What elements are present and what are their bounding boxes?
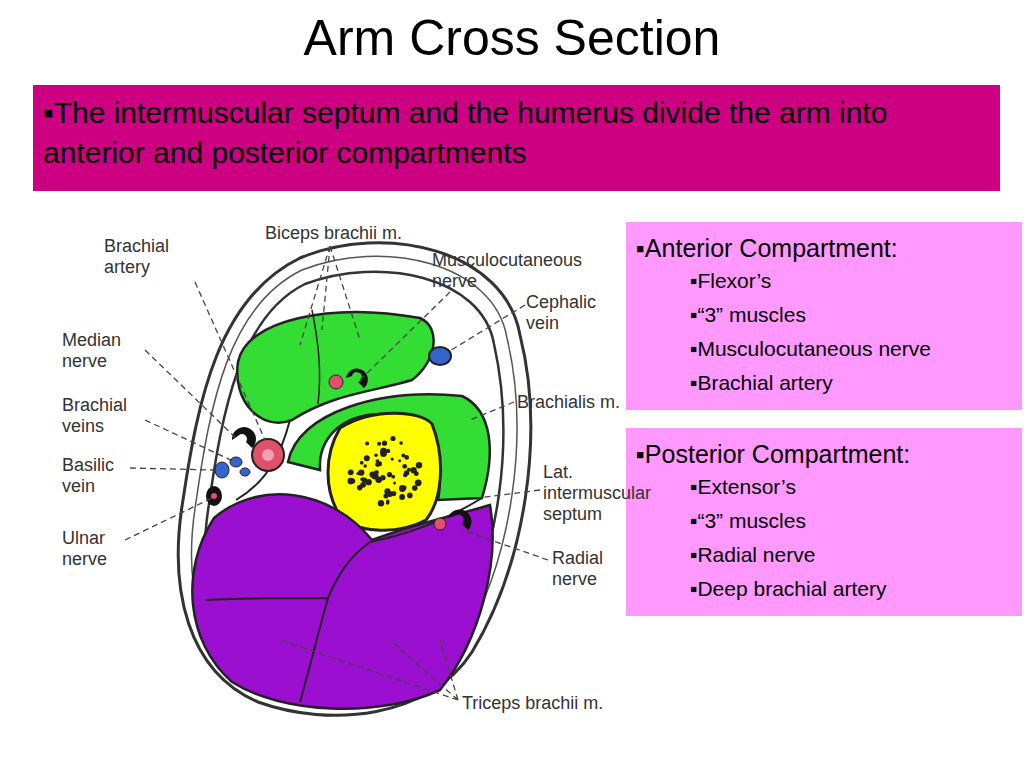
marrow-dot bbox=[363, 464, 367, 468]
marrow-dot bbox=[413, 487, 417, 491]
box-heading: ▪Posterior Compartment: bbox=[636, 438, 1014, 470]
marrow-dot bbox=[378, 500, 384, 506]
leader-line bbox=[478, 490, 540, 498]
marrow-dot bbox=[404, 455, 409, 460]
artery-lumen bbox=[262, 449, 274, 461]
structure-label: Biceps brachii m. bbox=[265, 223, 445, 244]
compartment-box: ▪Anterior Compartment:▪Flexor’s▪“3” musc… bbox=[626, 222, 1022, 410]
box-heading: ▪Anterior Compartment: bbox=[636, 232, 1014, 264]
basilic-vein bbox=[215, 462, 229, 478]
deep-brachial-artery bbox=[434, 518, 446, 530]
slide-title: Arm Cross Section bbox=[0, 8, 1024, 68]
marrow-dot bbox=[365, 442, 369, 446]
marrow-dot bbox=[348, 469, 354, 475]
structure-label: Musculocutaneous nerve bbox=[432, 250, 622, 292]
radial-nerve bbox=[448, 510, 471, 530]
musculocutaneous-artery bbox=[329, 375, 343, 389]
structure-label: Brachial artery bbox=[104, 236, 189, 278]
leader-line bbox=[130, 468, 214, 470]
brachial-artery bbox=[252, 439, 284, 471]
marrow-dot bbox=[399, 441, 403, 445]
summary-banner: ▪The intermuscular septum and the humeru… bbox=[33, 85, 1000, 191]
cephalic-vein bbox=[429, 347, 451, 365]
marrow-dot bbox=[382, 441, 387, 446]
leader-line bbox=[448, 305, 525, 352]
marrow-dot bbox=[402, 486, 407, 491]
marrow-dot bbox=[358, 469, 364, 475]
bullet-item: ▪Extensor’s bbox=[690, 470, 1014, 504]
biceps-division bbox=[312, 310, 320, 404]
structure-label: Cephalic vein bbox=[526, 292, 606, 334]
marrow-dot bbox=[374, 453, 378, 457]
marrow-dot bbox=[374, 471, 378, 475]
structure-label: Lat. intermuscular septum bbox=[543, 462, 663, 525]
marrow-dot bbox=[404, 470, 409, 475]
structure-label: Radial nerve bbox=[552, 548, 622, 590]
marrow-dot bbox=[360, 482, 366, 488]
structure-label: Basilic vein bbox=[62, 455, 132, 497]
leader-line bbox=[195, 282, 265, 440]
marrow-dot bbox=[391, 475, 395, 479]
marrow-dot bbox=[380, 475, 385, 480]
skin-outline bbox=[178, 243, 530, 716]
leader-line bbox=[462, 530, 548, 560]
leader-line bbox=[145, 420, 235, 462]
marrow-dot bbox=[360, 461, 364, 465]
marrow-dot bbox=[410, 467, 416, 473]
bullet-item: ▪“3” muscles bbox=[690, 298, 1014, 332]
marrow-dot bbox=[398, 459, 401, 462]
bullet-item: ▪Musculocutaneous nerve bbox=[690, 332, 1014, 366]
structure-label: Triceps brachii m. bbox=[462, 693, 662, 714]
marrow-dot bbox=[402, 464, 407, 469]
leader-lines bbox=[125, 246, 548, 700]
marrow-dot bbox=[407, 493, 413, 499]
medial-septum bbox=[236, 420, 482, 542]
brachial-vein bbox=[240, 468, 250, 476]
banner-text: ▪The intermuscular septum and the humeru… bbox=[43, 93, 990, 173]
marrow-dot bbox=[377, 442, 381, 446]
marrow-dot bbox=[399, 485, 406, 492]
marrow-dot bbox=[380, 448, 387, 455]
bullet-item: ▪Radial nerve bbox=[690, 538, 1014, 572]
bullet-item: ▪Brachial artery bbox=[690, 366, 1014, 400]
marrow-dot bbox=[375, 470, 379, 474]
leader-line bbox=[300, 246, 360, 345]
marrow-dot bbox=[412, 485, 417, 490]
marrow-dot bbox=[391, 458, 394, 461]
structure-label: Median nerve bbox=[62, 330, 147, 372]
brachial-vein bbox=[230, 457, 242, 467]
marrow-dot bbox=[416, 462, 422, 468]
marrow-dot bbox=[348, 478, 355, 485]
bullet-item: ▪Flexor’s bbox=[690, 264, 1014, 298]
marrow-dot bbox=[415, 479, 422, 486]
marrow-dots bbox=[348, 436, 423, 507]
leader-line bbox=[470, 402, 514, 420]
triceps-division bbox=[206, 542, 370, 702]
humerus-bone bbox=[328, 413, 441, 530]
triceps-muscle bbox=[192, 494, 492, 708]
marrow-dot bbox=[375, 462, 380, 467]
structure-label: Brachialis m. bbox=[517, 392, 637, 413]
musculocutaneous-nerve bbox=[346, 369, 368, 388]
bullet-item: ▪“3” muscles bbox=[690, 504, 1014, 538]
marrow-dot bbox=[384, 488, 390, 494]
ulnar-artery-small bbox=[211, 493, 217, 499]
structure-label: Brachial veins bbox=[62, 395, 147, 437]
marrow-dot bbox=[386, 501, 390, 505]
leader-line bbox=[280, 640, 458, 700]
ulnar-nerve bbox=[206, 486, 222, 506]
compartment-box: ▪Posterior Compartment:▪Extensor’s▪“3” m… bbox=[626, 428, 1022, 616]
marrow-dot bbox=[390, 436, 395, 441]
marrow-dot bbox=[364, 455, 370, 461]
marrow-dot bbox=[387, 472, 392, 477]
leader-line bbox=[360, 292, 450, 380]
structure-label: Ulnar nerve bbox=[62, 528, 132, 570]
bullet-item: ▪Deep brachial artery bbox=[690, 572, 1014, 606]
marrow-dot bbox=[399, 494, 405, 500]
marrow-dot bbox=[393, 482, 396, 485]
leader-line bbox=[125, 498, 212, 540]
